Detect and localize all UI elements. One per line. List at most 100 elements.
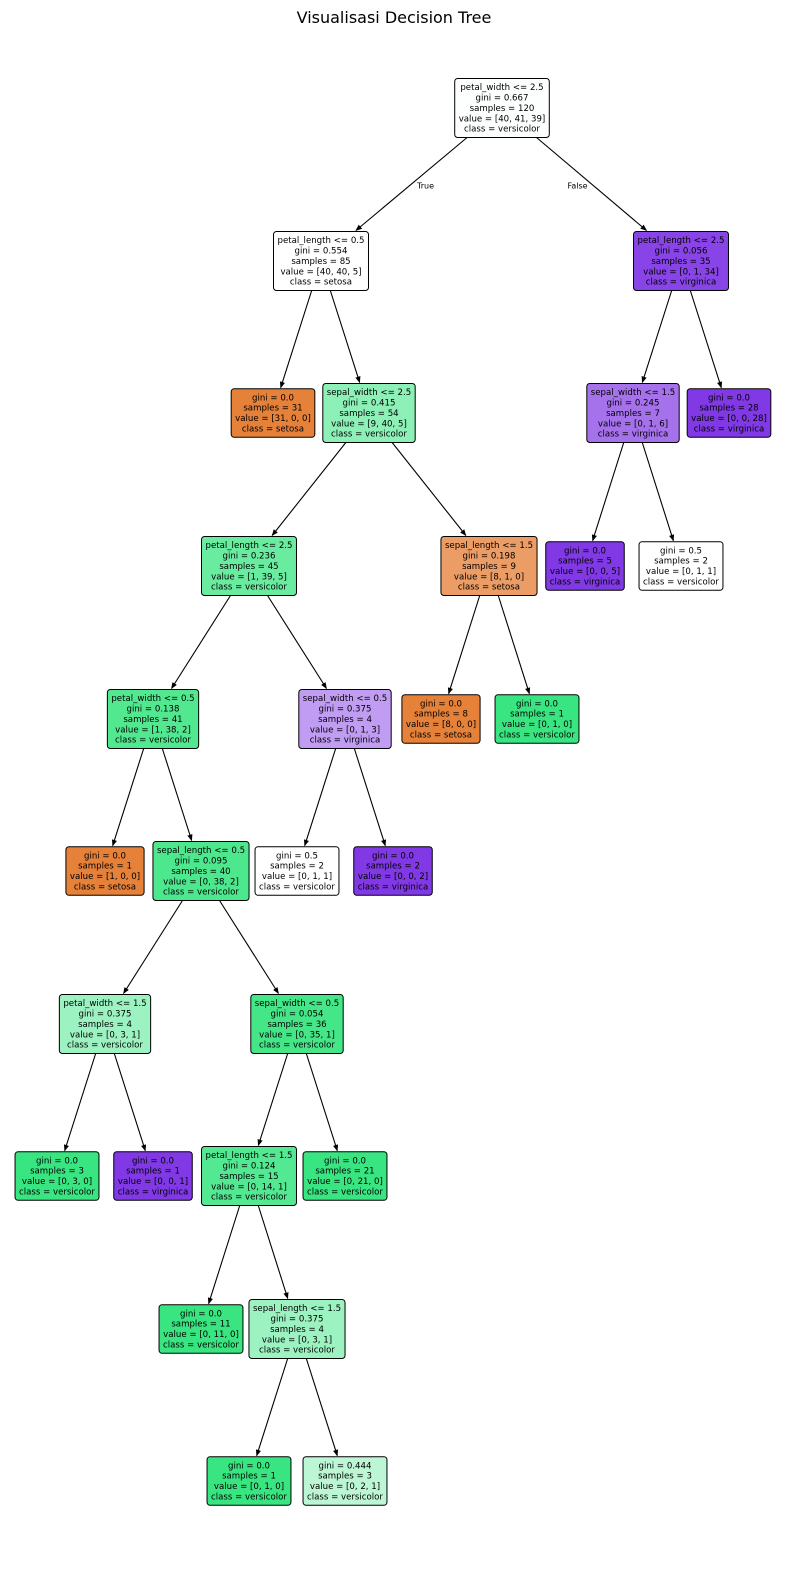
- node-text-line: gini = 0.245: [607, 399, 660, 409]
- node-text-line: samples = 36: [267, 1020, 326, 1030]
- node-box: [158, 1304, 244, 1354]
- node-text-line: class = versicolor: [499, 731, 575, 741]
- node-text-line: value = [0, 0, 2]: [358, 872, 428, 882]
- node-text-line: gini = 0.0: [252, 393, 294, 403]
- node-box: [302, 1456, 388, 1506]
- node-text-line: value = [0, 11, 0]: [163, 1330, 239, 1340]
- node-text-line: value = [0, 2, 1]: [310, 1482, 380, 1492]
- node-text-line: class = versicolor: [211, 583, 287, 593]
- page-title: Visualisasi Decision Tree: [296, 8, 492, 27]
- node-text-line: samples = 9: [462, 562, 516, 572]
- node-text-line: sepal_width <= 1.5: [591, 388, 675, 398]
- node-box: [152, 841, 250, 901]
- node-text-line: samples = 35: [651, 257, 710, 267]
- node-text-line: samples = 3: [318, 1472, 372, 1482]
- node-box: [638, 541, 724, 591]
- node-box: [14, 1151, 100, 1201]
- tree-edge-5-7: [161, 748, 193, 842]
- node-text-line: value = [40, 41, 39]: [459, 114, 546, 124]
- node-box: [58, 994, 152, 1054]
- node-text-line: gini = 0.5: [276, 851, 318, 861]
- node-box: [201, 536, 297, 596]
- node-text-line: samples = 4: [318, 715, 372, 725]
- node-text-line: samples = 45: [219, 562, 278, 572]
- node-box: [206, 1456, 292, 1506]
- node-box: [353, 846, 433, 896]
- node-text-line: sepal_length <= 0.5: [157, 846, 245, 856]
- tree-edge-8-10: [113, 1053, 147, 1152]
- node-text-line: gini = 0.667: [476, 94, 529, 104]
- node-text-line: gini = 0.236: [223, 552, 276, 562]
- node-text-line: gini = 0.0: [420, 699, 462, 709]
- tree-edge-3-21: [391, 442, 467, 537]
- node-text-line: class = versicolor: [259, 1041, 335, 1051]
- node-text-line: samples = 31: [243, 404, 302, 414]
- node-box: [586, 383, 680, 443]
- node-text-line: value = [1, 39, 5]: [211, 572, 287, 582]
- node-text-line: gini = 0.056: [655, 247, 708, 257]
- node-text-line: class = virginica: [598, 430, 669, 440]
- node-text-line: class = versicolor: [464, 125, 540, 135]
- node-text-line: petal_length <= 2.5: [638, 236, 725, 246]
- node-text-line: sepal_width <= 0.5: [303, 694, 387, 704]
- node-text-line: gini = 0.054: [271, 1010, 324, 1020]
- node-text-line: gini = 0.138: [127, 705, 180, 715]
- node-text-line: gini = 0.0: [228, 1461, 270, 1471]
- node-text-line: value = [0, 21, 0]: [307, 1177, 383, 1187]
- node-box: [440, 536, 538, 596]
- tree-edge-1-3: [329, 290, 361, 384]
- node-text-line: sepal_length <= 1.5: [253, 1304, 341, 1314]
- node-box: [250, 994, 344, 1054]
- node-box: [65, 846, 145, 896]
- node-text-line: samples = 2: [366, 862, 420, 872]
- node-text-line: samples = 2: [270, 862, 324, 872]
- node-box: [322, 383, 416, 443]
- node-text-line: class = versicolor: [163, 1341, 239, 1351]
- node-box: [201, 1146, 297, 1206]
- node-text-line: samples = 54: [339, 409, 398, 419]
- node-text-line: gini = 0.554: [295, 247, 348, 257]
- node-text-line: class = versicolor: [115, 736, 191, 746]
- node-text-line: samples = 28: [699, 404, 758, 414]
- node-text-line: value = [0, 1, 3]: [310, 725, 380, 735]
- node-text-line: value = [0, 35, 1]: [259, 1030, 335, 1040]
- node-text-line: samples = 3: [30, 1167, 84, 1177]
- node-box: [494, 694, 580, 744]
- node-text-line: gini = 0.0: [324, 1156, 366, 1166]
- node-text-line: class = setosa: [242, 425, 304, 435]
- node-text-line: samples = 5: [558, 557, 612, 567]
- node-text-line: petal_width <= 1.5: [63, 999, 146, 1009]
- node-text-line: value = [0, 1, 0]: [214, 1482, 284, 1492]
- node-text-line: samples = 1: [78, 862, 132, 872]
- tree-edge-4-18: [267, 595, 327, 690]
- node-text-line: sepal_length <= 1.5: [445, 541, 533, 551]
- node-text-line: class = virginica: [118, 1188, 189, 1198]
- node-text-line: value = [0, 0, 28]: [691, 414, 767, 424]
- node-text-line: value = [0, 1, 0]: [502, 720, 572, 730]
- node-text-line: value = [0, 1, 6]: [598, 419, 668, 429]
- node-text-line: class = versicolor: [67, 1041, 143, 1051]
- node-text-line: samples = 4: [78, 1020, 132, 1030]
- node-box: [106, 689, 200, 749]
- node-text-line: petal_length <= 2.5: [206, 541, 293, 551]
- node-text-line: gini = 0.0: [84, 851, 126, 861]
- node-text-line: gini = 0.124: [223, 1162, 276, 1172]
- node-text-line: value = [0, 1, 34]: [643, 267, 719, 277]
- node-box: [302, 1151, 388, 1201]
- node-text-line: gini = 0.415: [343, 399, 396, 409]
